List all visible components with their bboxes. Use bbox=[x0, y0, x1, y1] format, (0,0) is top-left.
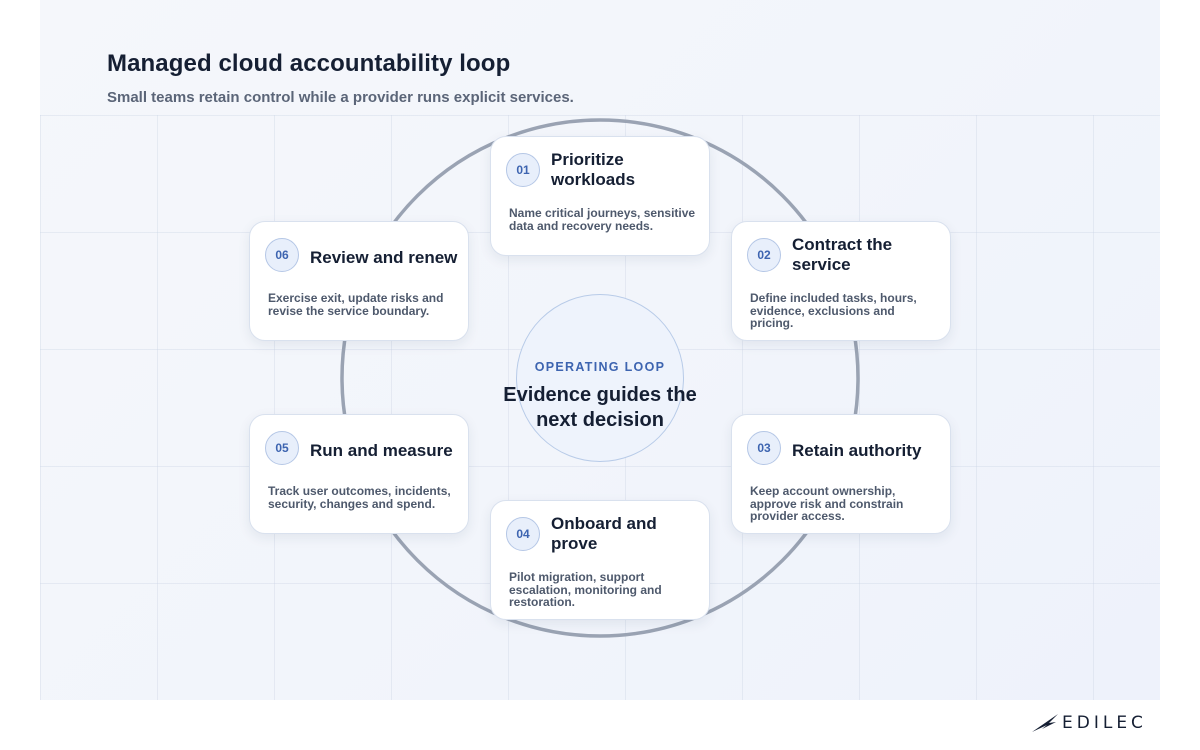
page-subtitle: Small teams retain control while a provi… bbox=[107, 89, 574, 106]
step-description: Define included tasks, hours, evidence, … bbox=[750, 291, 917, 330]
step-description: Track user outcomes, incidents, security… bbox=[268, 484, 451, 511]
step-title: Onboard and prove bbox=[551, 514, 657, 553]
step-title: Review and renew bbox=[310, 248, 458, 267]
step-description: Exercise exit, update risks and revise t… bbox=[268, 291, 444, 318]
center-hub: OPERATING LOOP Evidence guides the next … bbox=[503, 294, 697, 462]
step-number-badge: 03 bbox=[747, 431, 781, 465]
center-hub-label: OPERATING LOOP bbox=[534, 360, 666, 374]
step-description: Pilot migration, support escalation, mon… bbox=[509, 570, 662, 609]
brand-name: EDILEC bbox=[1062, 713, 1147, 733]
step-description: Keep account ownership, approve risk and… bbox=[750, 484, 904, 523]
step-title: Run and measure bbox=[310, 441, 453, 460]
step-card-contract[interactable]: 02 Contract the service Define included … bbox=[731, 221, 951, 341]
step-card-prioritize[interactable]: 01 Prioritize workloads Name critical jo… bbox=[490, 136, 710, 256]
step-description: Name critical journeys, sensitive data a… bbox=[509, 206, 696, 233]
brand-wing-icon bbox=[1032, 714, 1058, 732]
step-number-badge: 06 bbox=[265, 238, 299, 272]
step-number-badge: 02 bbox=[747, 238, 781, 272]
step-title: Retain authority bbox=[792, 441, 922, 460]
step-number-badge: 04 bbox=[506, 517, 540, 551]
step-number-badge: 01 bbox=[506, 153, 540, 187]
page-title: Managed cloud accountability loop bbox=[107, 50, 511, 77]
step-card-run-measure[interactable]: 05 Run and measure Track user outcomes, … bbox=[249, 414, 469, 534]
step-card-onboard[interactable]: 04 Onboard and prove Pilot migration, su… bbox=[490, 500, 710, 620]
step-card-review-renew[interactable]: 06 Review and renew Exercise exit, updat… bbox=[249, 221, 469, 341]
step-title: Contract the service bbox=[792, 235, 893, 274]
step-number-badge: 05 bbox=[265, 431, 299, 465]
center-hub-text: Evidence guides the next decision bbox=[503, 384, 697, 431]
brand-logo: EDILEC bbox=[1030, 710, 1155, 736]
step-card-retain-authority[interactable]: 03 Retain authority Keep account ownersh… bbox=[731, 414, 951, 534]
loop-ring-circle bbox=[340, 118, 860, 638]
step-title: Prioritize workloads bbox=[551, 150, 636, 189]
